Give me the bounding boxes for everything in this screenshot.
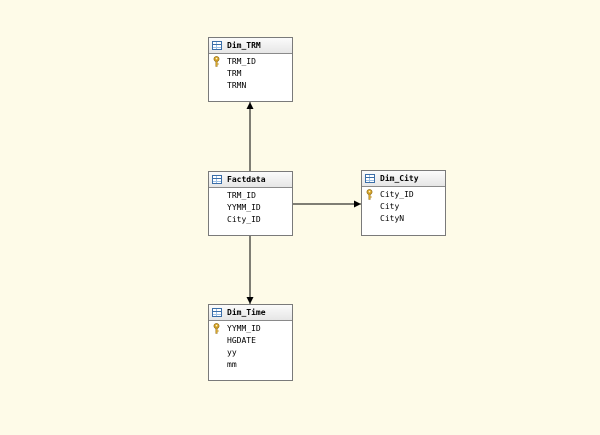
table-dim-city[interactable]: Dim_City City_ID City CityN xyxy=(361,170,446,236)
table-title: Factdata xyxy=(227,175,266,184)
table-header[interactable]: Factdata xyxy=(209,172,292,188)
column-row[interactable]: YYMM_ID xyxy=(209,201,292,213)
column-name: TRM_ID xyxy=(227,56,256,66)
table-header[interactable]: Dim_TRM xyxy=(209,38,292,54)
table-header[interactable]: Dim_City xyxy=(362,171,445,187)
column-name: mm xyxy=(227,359,237,369)
column-row[interactable]: TRM_ID xyxy=(209,189,292,201)
column-name: TRM_ID xyxy=(227,190,256,200)
column-name: TRM xyxy=(227,68,242,78)
column-name: YYMM_ID xyxy=(227,323,261,333)
table-icon xyxy=(212,41,222,50)
column-row[interactable]: City_ID xyxy=(362,188,445,200)
primary-key-icon xyxy=(213,56,220,67)
column-row[interactable]: HGDATE xyxy=(209,334,292,346)
table-icon xyxy=(212,308,222,317)
table-title: Dim_TRM xyxy=(227,41,261,50)
column-row[interactable]: City xyxy=(362,200,445,212)
column-name: CityN xyxy=(380,213,405,223)
column-row[interactable]: City_ID xyxy=(209,213,292,225)
column-name: City_ID xyxy=(227,214,261,224)
table-title: Dim_City xyxy=(380,174,419,183)
column-row[interactable]: CityN xyxy=(362,212,445,224)
table-icon xyxy=(212,175,222,184)
column-row[interactable]: TRM_ID xyxy=(209,55,292,67)
table-icon xyxy=(365,174,375,183)
table-header[interactable]: Dim_Time xyxy=(209,305,292,321)
column-name: YYMM_ID xyxy=(227,202,261,212)
primary-key-icon xyxy=(366,189,373,200)
table-dim-trm[interactable]: Dim_TRM TRM_ID TRM TRMN xyxy=(208,37,293,102)
column-row[interactable]: YYMM_ID xyxy=(209,322,292,334)
column-row[interactable]: mm xyxy=(209,358,292,370)
table-dim-time[interactable]: Dim_Time YYMM_ID HGDATE yy mm xyxy=(208,304,293,381)
table-factdata[interactable]: Factdata TRM_ID YYMM_ID City_ID xyxy=(208,171,293,236)
column-name: City_ID xyxy=(380,189,414,199)
column-name: yy xyxy=(227,347,237,357)
table-title: Dim_Time xyxy=(227,308,266,317)
column-row[interactable]: TRM xyxy=(209,67,292,79)
column-row[interactable]: TRMN xyxy=(209,79,292,91)
column-name: HGDATE xyxy=(227,335,256,345)
primary-key-icon xyxy=(213,323,220,334)
column-row[interactable]: yy xyxy=(209,346,292,358)
column-name: TRMN xyxy=(227,80,247,90)
column-name: City xyxy=(380,201,400,211)
